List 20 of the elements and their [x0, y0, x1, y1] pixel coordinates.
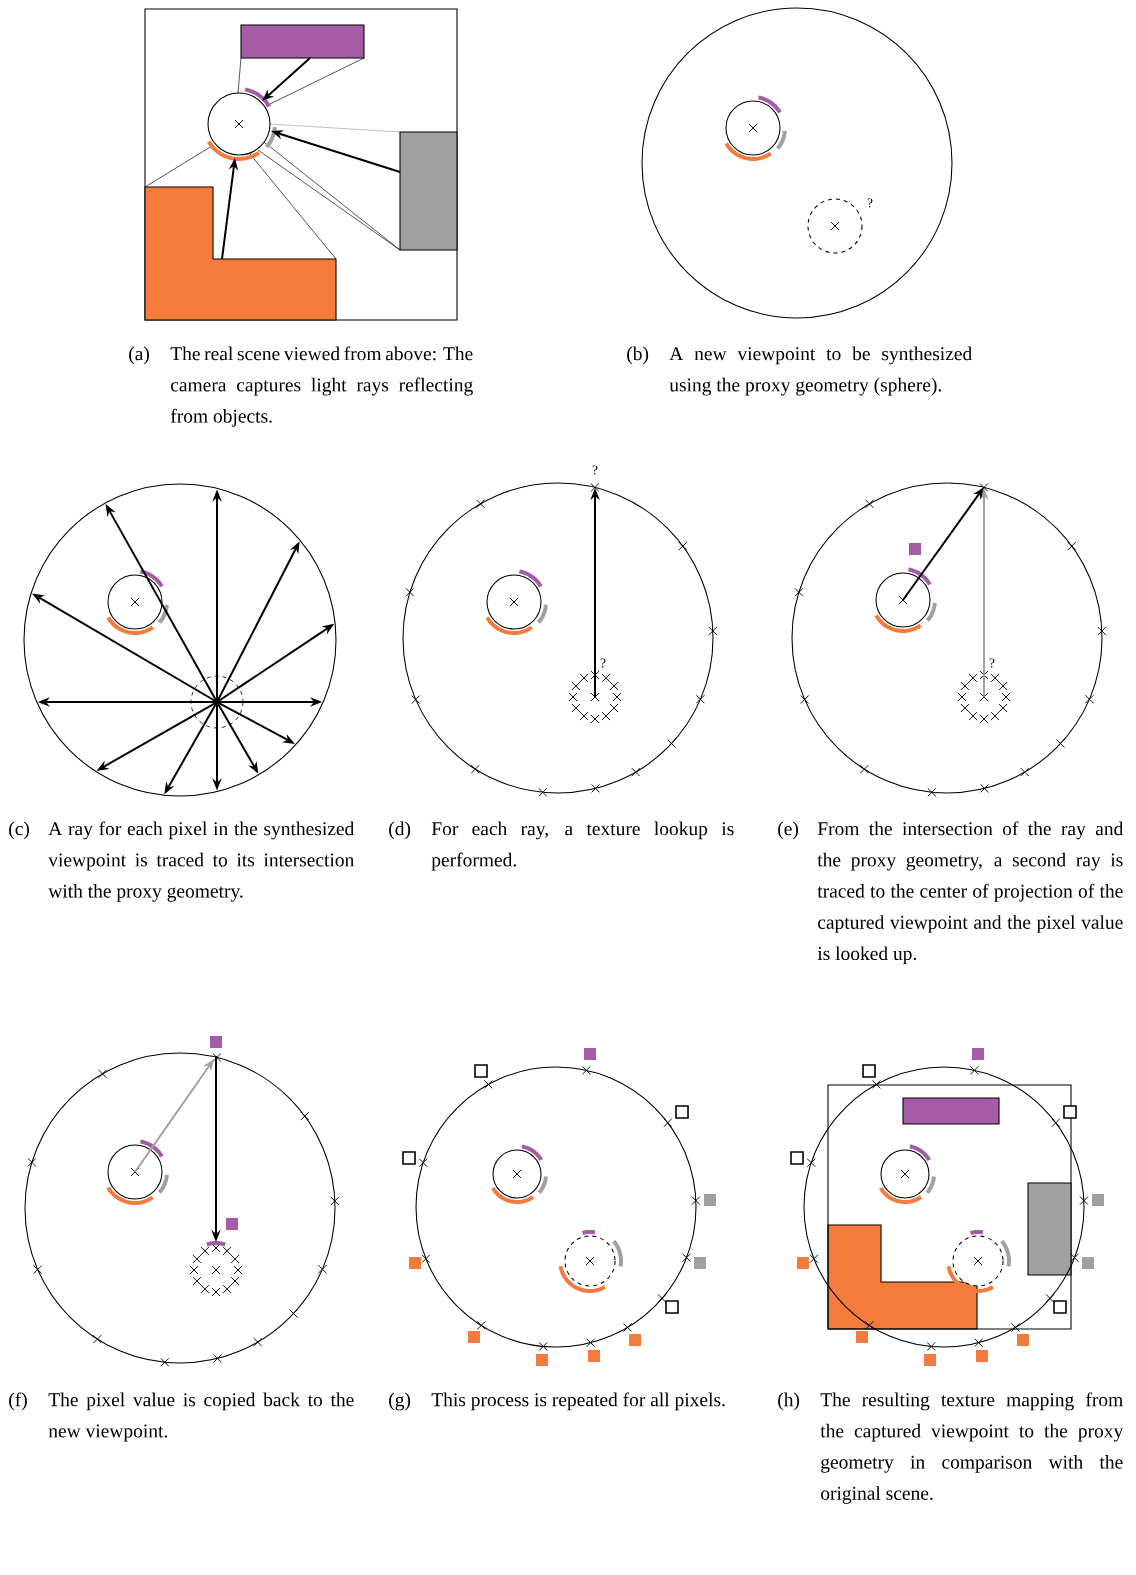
caption: The real scene viewed from above: The camera captures light rays reflecting from objects. [170, 346, 473, 427]
caption-label: (f) [9, 1392, 27, 1411]
caption-label: (c) [9, 821, 29, 840]
caption: The pixel value is copied back to the new viewpoint. [48, 1392, 354, 1442]
caption: A new viewpoint to be synthesized using the proxy geometry (sphere). [669, 346, 972, 396]
question-mark: ? [989, 658, 995, 668]
caption-label: (h) [778, 1392, 800, 1411]
caption: This process is repeated for all pixels. [431, 1392, 725, 1411]
caption-label: (g) [389, 1392, 411, 1411]
caption-label: (a) [129, 346, 149, 365]
caption: The resulting texture mapping from the captured viewpoint to the proxy geometry in comparison with the original scene. [820, 1392, 1124, 1504]
question-mark: ? [867, 198, 873, 208]
caption-label: (e) [778, 821, 799, 840]
caption: A ray for each pixel in the synthesized viewpoint is traced to its intersection with the proxy geometry. [48, 821, 355, 902]
caption-label: (b) [627, 346, 649, 365]
caption: For each ray, a texture lookup is performed. [431, 821, 734, 871]
question-mark: ? [592, 465, 598, 475]
caption-label: (d) [389, 821, 411, 840]
caption: From the intersection of the ray and the proxy geometry, a second ray is traced to the center of projection of the captured viewpoint and the pixel value is looked up. [817, 821, 1124, 965]
question-mark: ? [600, 658, 606, 668]
